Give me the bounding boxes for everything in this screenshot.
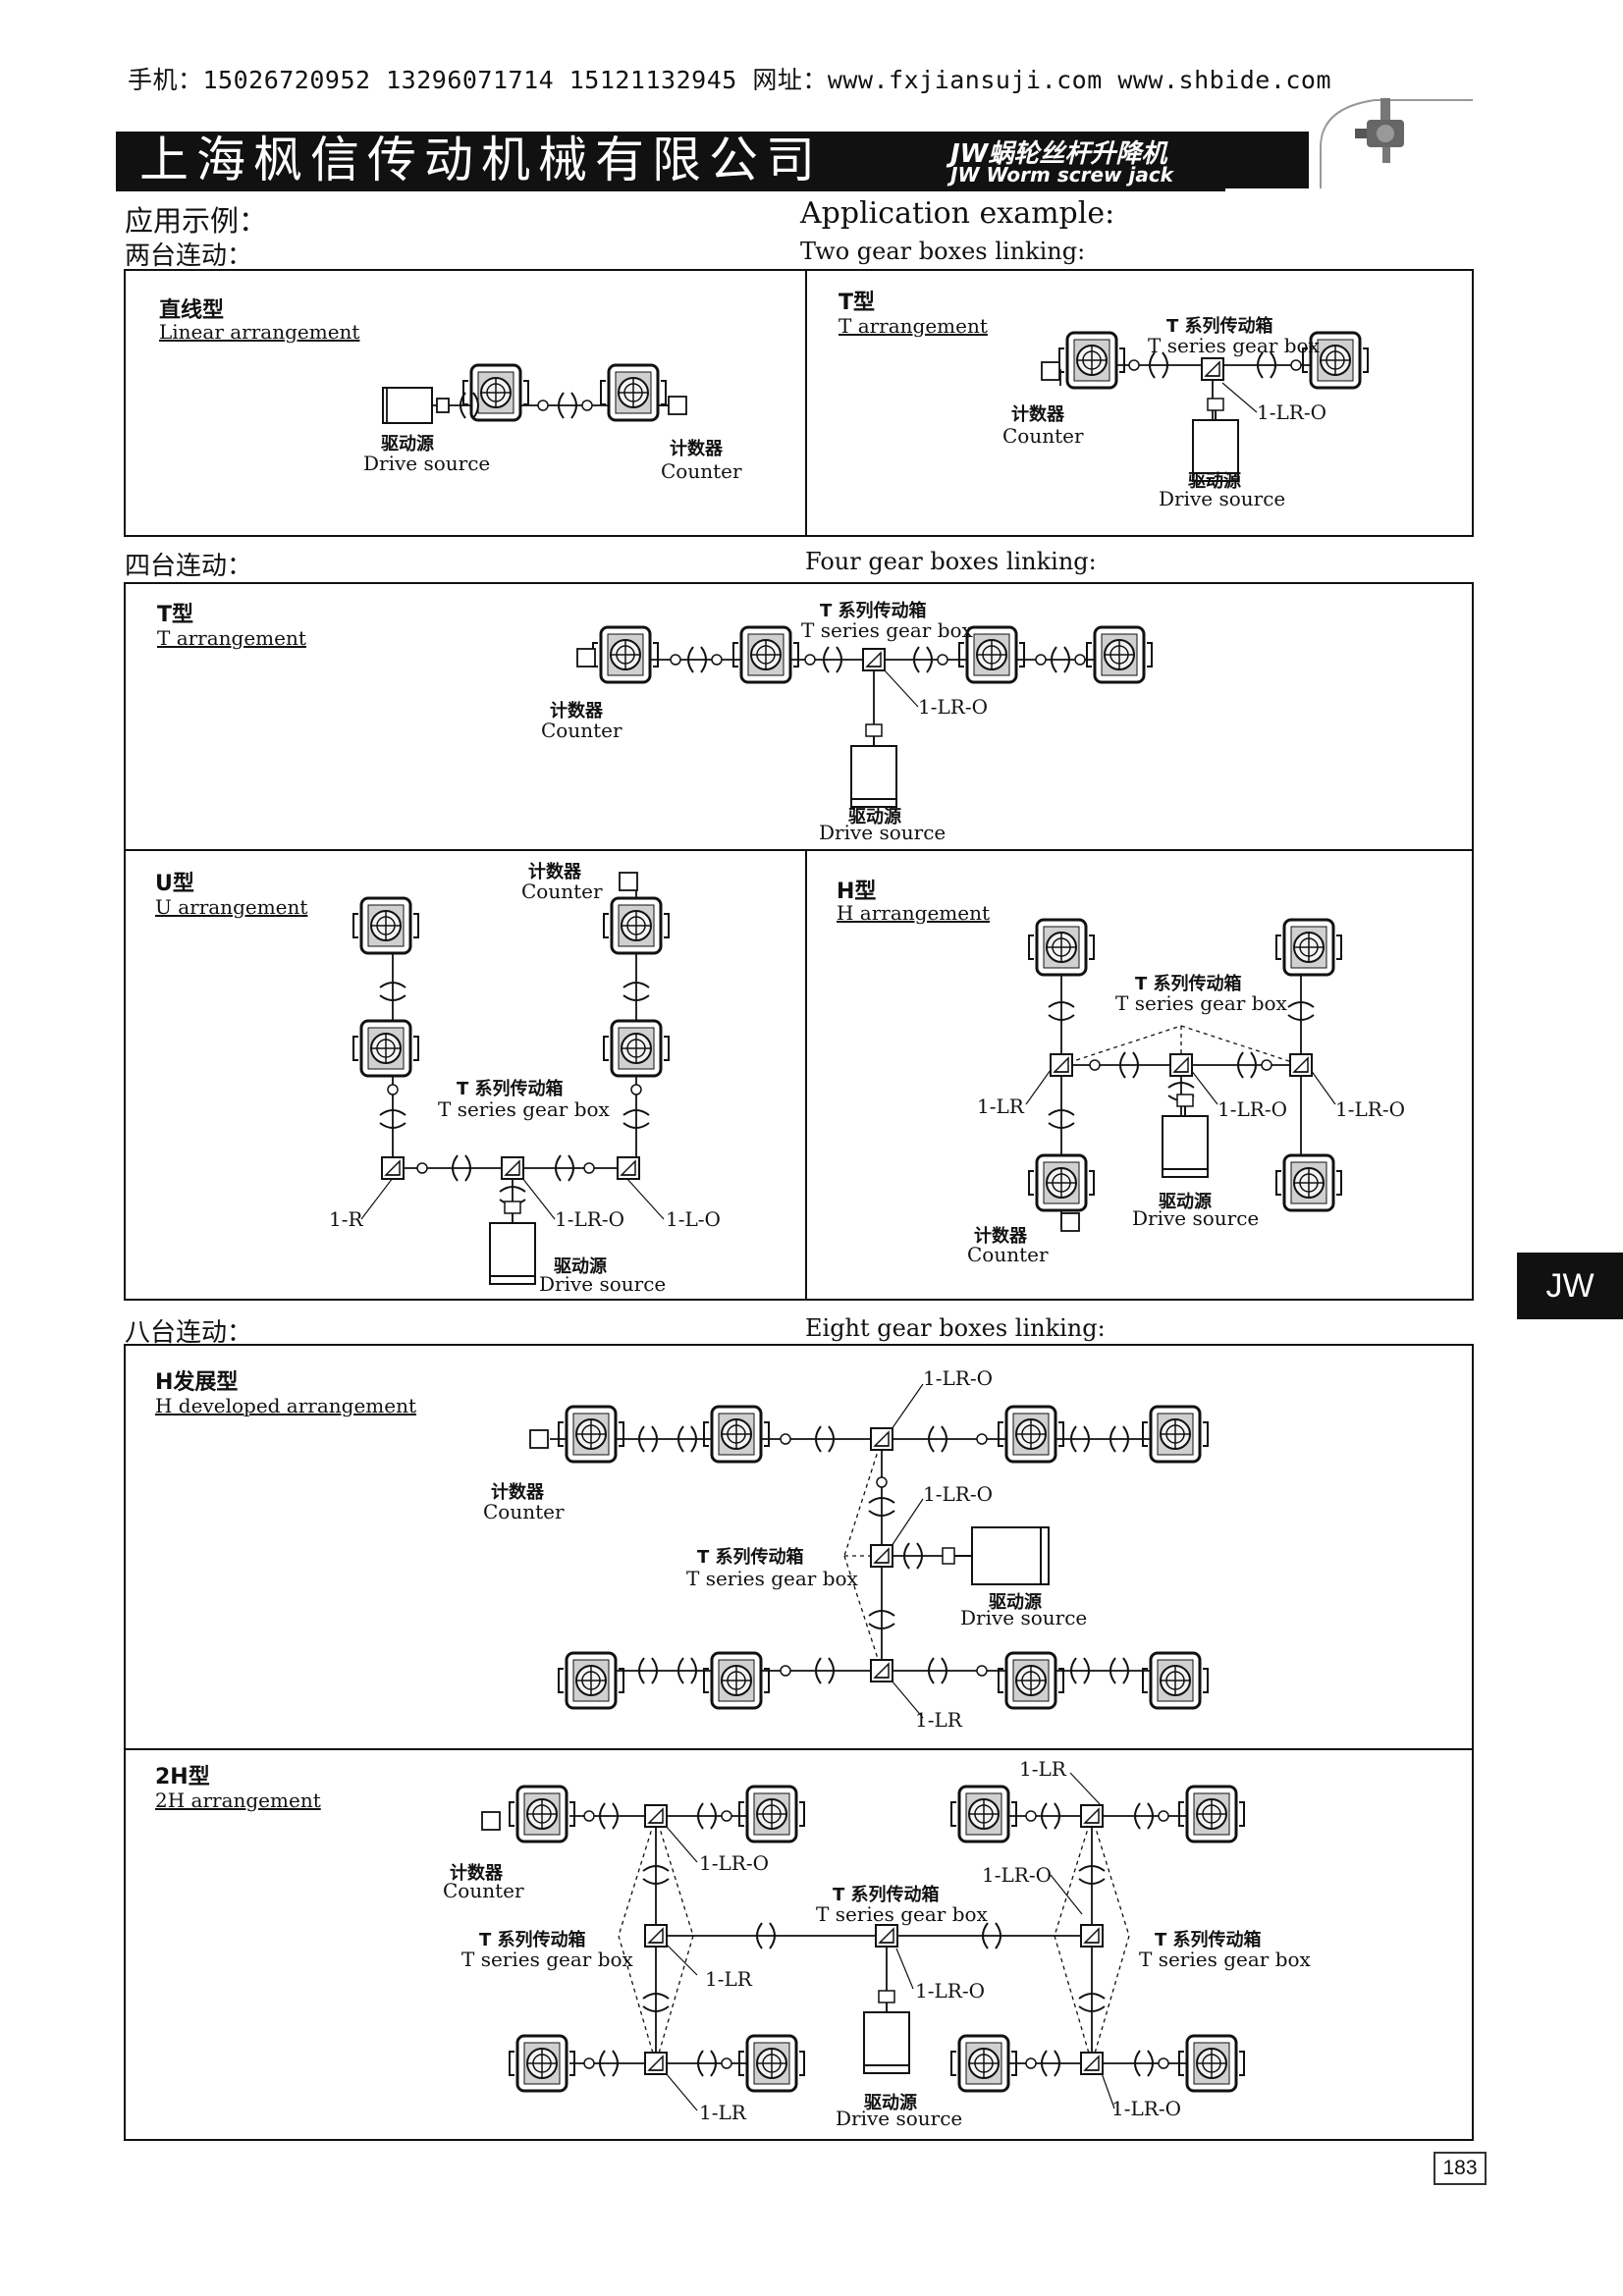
contact-line: 手机：15026720952 13296071714 15121132945 网…: [128, 66, 1332, 94]
h2-subtitle: 2H arrangement: [155, 1789, 321, 1812]
hdev-title: H发展型: [155, 1370, 239, 1395]
drive-source-motors: [489, 398, 1239, 2074]
u-counter-label-cn: 计数器: [528, 862, 581, 882]
h2-code-center: 1-LR-O: [915, 1979, 985, 2002]
t2-counter-label-en: Counter: [1002, 424, 1084, 448]
h2-counter-label-cn: 计数器: [450, 1863, 503, 1884]
company-name: 上海枫信传动机械有限公司: [139, 132, 823, 188]
u-tbox-label-en: T series gear box: [438, 1097, 610, 1121]
four-linking-en: Four gear boxes linking:: [805, 548, 1097, 575]
t4-drive-label-cn: 驱动源: [848, 807, 901, 828]
h-tbox-label-en: T series gear box: [1115, 991, 1287, 1015]
h-code-left: 1-LR: [977, 1095, 1024, 1118]
h-counter-label-en: Counter: [967, 1243, 1049, 1266]
hdev-counter-label-en: Counter: [483, 1500, 565, 1523]
h2-tbox-center-en: T series gear box: [816, 1902, 988, 1926]
t2-drive-label-cn: 驱动源: [1188, 471, 1241, 492]
t4-title: T型: [157, 603, 194, 627]
h2-tbox-left-cn: T 系列传动箱: [479, 1930, 586, 1950]
linear-counter-label-cn: 计数器: [670, 439, 723, 459]
h2-drive-label-en: Drive source: [836, 2107, 963, 2130]
h2-tbox-center-cn: T 系列传动箱: [833, 1885, 940, 1905]
u-tbox-label-cn: T 系列传动箱: [457, 1079, 564, 1099]
h2-drive-label-cn: 驱动源: [864, 2093, 917, 2113]
linear-drive-label-cn: 驱动源: [381, 434, 434, 454]
linear-drive-label-en: Drive source: [363, 452, 491, 475]
h2-code-right-1: 1-LR-O: [982, 1863, 1052, 1887]
u-code-right: 1-L-O: [666, 1207, 721, 1231]
page-number: 183: [1434, 2152, 1487, 2185]
t2-drive-label-en: Drive source: [1159, 487, 1286, 510]
hdev-code-bottom: 1-LR: [915, 1708, 962, 1732]
h-counter-label-cn: 计数器: [974, 1226, 1027, 1247]
h2-counter-label-en: Counter: [443, 1879, 524, 1902]
application-heading-en: Application example:: [800, 196, 1115, 231]
eight-linking-en: Eight gear boxes linking:: [805, 1314, 1106, 1342]
linear-counter-label-en: Counter: [661, 459, 742, 483]
t2-code: 1-LR-O: [1257, 400, 1326, 424]
h2-title: 2H型: [155, 1765, 210, 1789]
t4-counter-label-cn: 计数器: [550, 701, 603, 721]
h2-tbox-right-en: T series gear box: [1139, 1948, 1311, 1971]
h-subtitle: H arrangement: [837, 901, 991, 925]
u-drive-label-en: Drive source: [539, 1272, 667, 1296]
h-drive-label-en: Drive source: [1132, 1206, 1260, 1230]
h2-code-top-right: 1-LR: [1019, 1757, 1066, 1781]
u-drive-label-cn: 驱动源: [554, 1256, 607, 1277]
hdev-code-top: 1-LR-O: [923, 1366, 993, 1390]
application-heading-cn: 应用示例：: [125, 204, 268, 238]
hdev-counter-label-cn: 计数器: [491, 1482, 544, 1503]
h2-code-left-1: 1-LR-O: [699, 1851, 769, 1875]
t4-code: 1-LR-O: [918, 695, 988, 719]
hdev-drive-label-en: Drive source: [960, 1606, 1088, 1629]
t4-counter-label-en: Counter: [541, 719, 622, 742]
t4-tbox-label-cn: T 系列传动箱: [820, 601, 927, 621]
frames: [124, 269, 1474, 2141]
h2-tbox-right-cn: T 系列传动箱: [1155, 1930, 1262, 1950]
t2-tbox-label-cn: T 系列传动箱: [1166, 316, 1273, 337]
u-counter-label-en: Counter: [521, 880, 603, 903]
h-title: H型: [837, 880, 877, 904]
hdev-tbox-label-cn: T 系列传动箱: [697, 1547, 804, 1568]
product-title-en: JW Worm screw jack: [950, 163, 1173, 187]
h2-code-left-2: 1-LR: [705, 1967, 752, 1991]
u-subtitle: U arrangement: [155, 895, 308, 919]
h-code-right: 1-LR-O: [1335, 1097, 1405, 1121]
hdev-drive-label-cn: 驱动源: [989, 1592, 1042, 1613]
h-tbox-label-cn: T 系列传动箱: [1135, 974, 1242, 994]
h-drive-label-cn: 驱动源: [1159, 1192, 1212, 1212]
t2-subtitle: T arrangement: [839, 314, 988, 338]
four-linking-cn: 四台连动：: [125, 552, 253, 581]
t4-tbox-label-en: T series gear box: [801, 618, 973, 642]
hdev-subtitle: H developed arrangement: [155, 1394, 417, 1417]
u-title: U型: [155, 872, 194, 896]
jw-side-tab: JW: [1517, 1253, 1623, 1319]
t4-drive-label-en: Drive source: [819, 821, 947, 844]
h-code-mid: 1-LR-O: [1217, 1097, 1287, 1121]
h2-code-bottom-left: 1-LR: [699, 2101, 746, 2124]
t2-title: T型: [839, 291, 876, 315]
two-linking-cn: 两台连动：: [125, 241, 253, 271]
u-code-mid: 1-LR-O: [555, 1207, 624, 1231]
t2-tbox-label-en: T series gear box: [1148, 334, 1320, 357]
two-linking-en: Two gear boxes linking:: [800, 238, 1086, 265]
hdev-tbox-label-en: T series gear box: [686, 1567, 858, 1590]
h2-tbox-left-en: T series gear box: [461, 1948, 633, 1971]
u-code-left: 1-R: [329, 1207, 363, 1231]
t2-counter-label-cn: 计数器: [1011, 404, 1064, 425]
linear-subtitle: Linear arrangement: [159, 320, 360, 344]
t4-subtitle: T arrangement: [157, 626, 306, 650]
hdev-code-mid: 1-LR-O: [923, 1482, 993, 1506]
product-title-cn: JW蜗轮丝杆升降机: [950, 139, 1167, 169]
h2-code-bottom-right: 1-LR-O: [1111, 2097, 1181, 2120]
eight-linking-cn: 八台连动：: [125, 1318, 253, 1348]
header-rule: [116, 188, 1225, 191]
title-banner: [116, 132, 1309, 188]
linear-title: 直线型: [159, 298, 225, 323]
